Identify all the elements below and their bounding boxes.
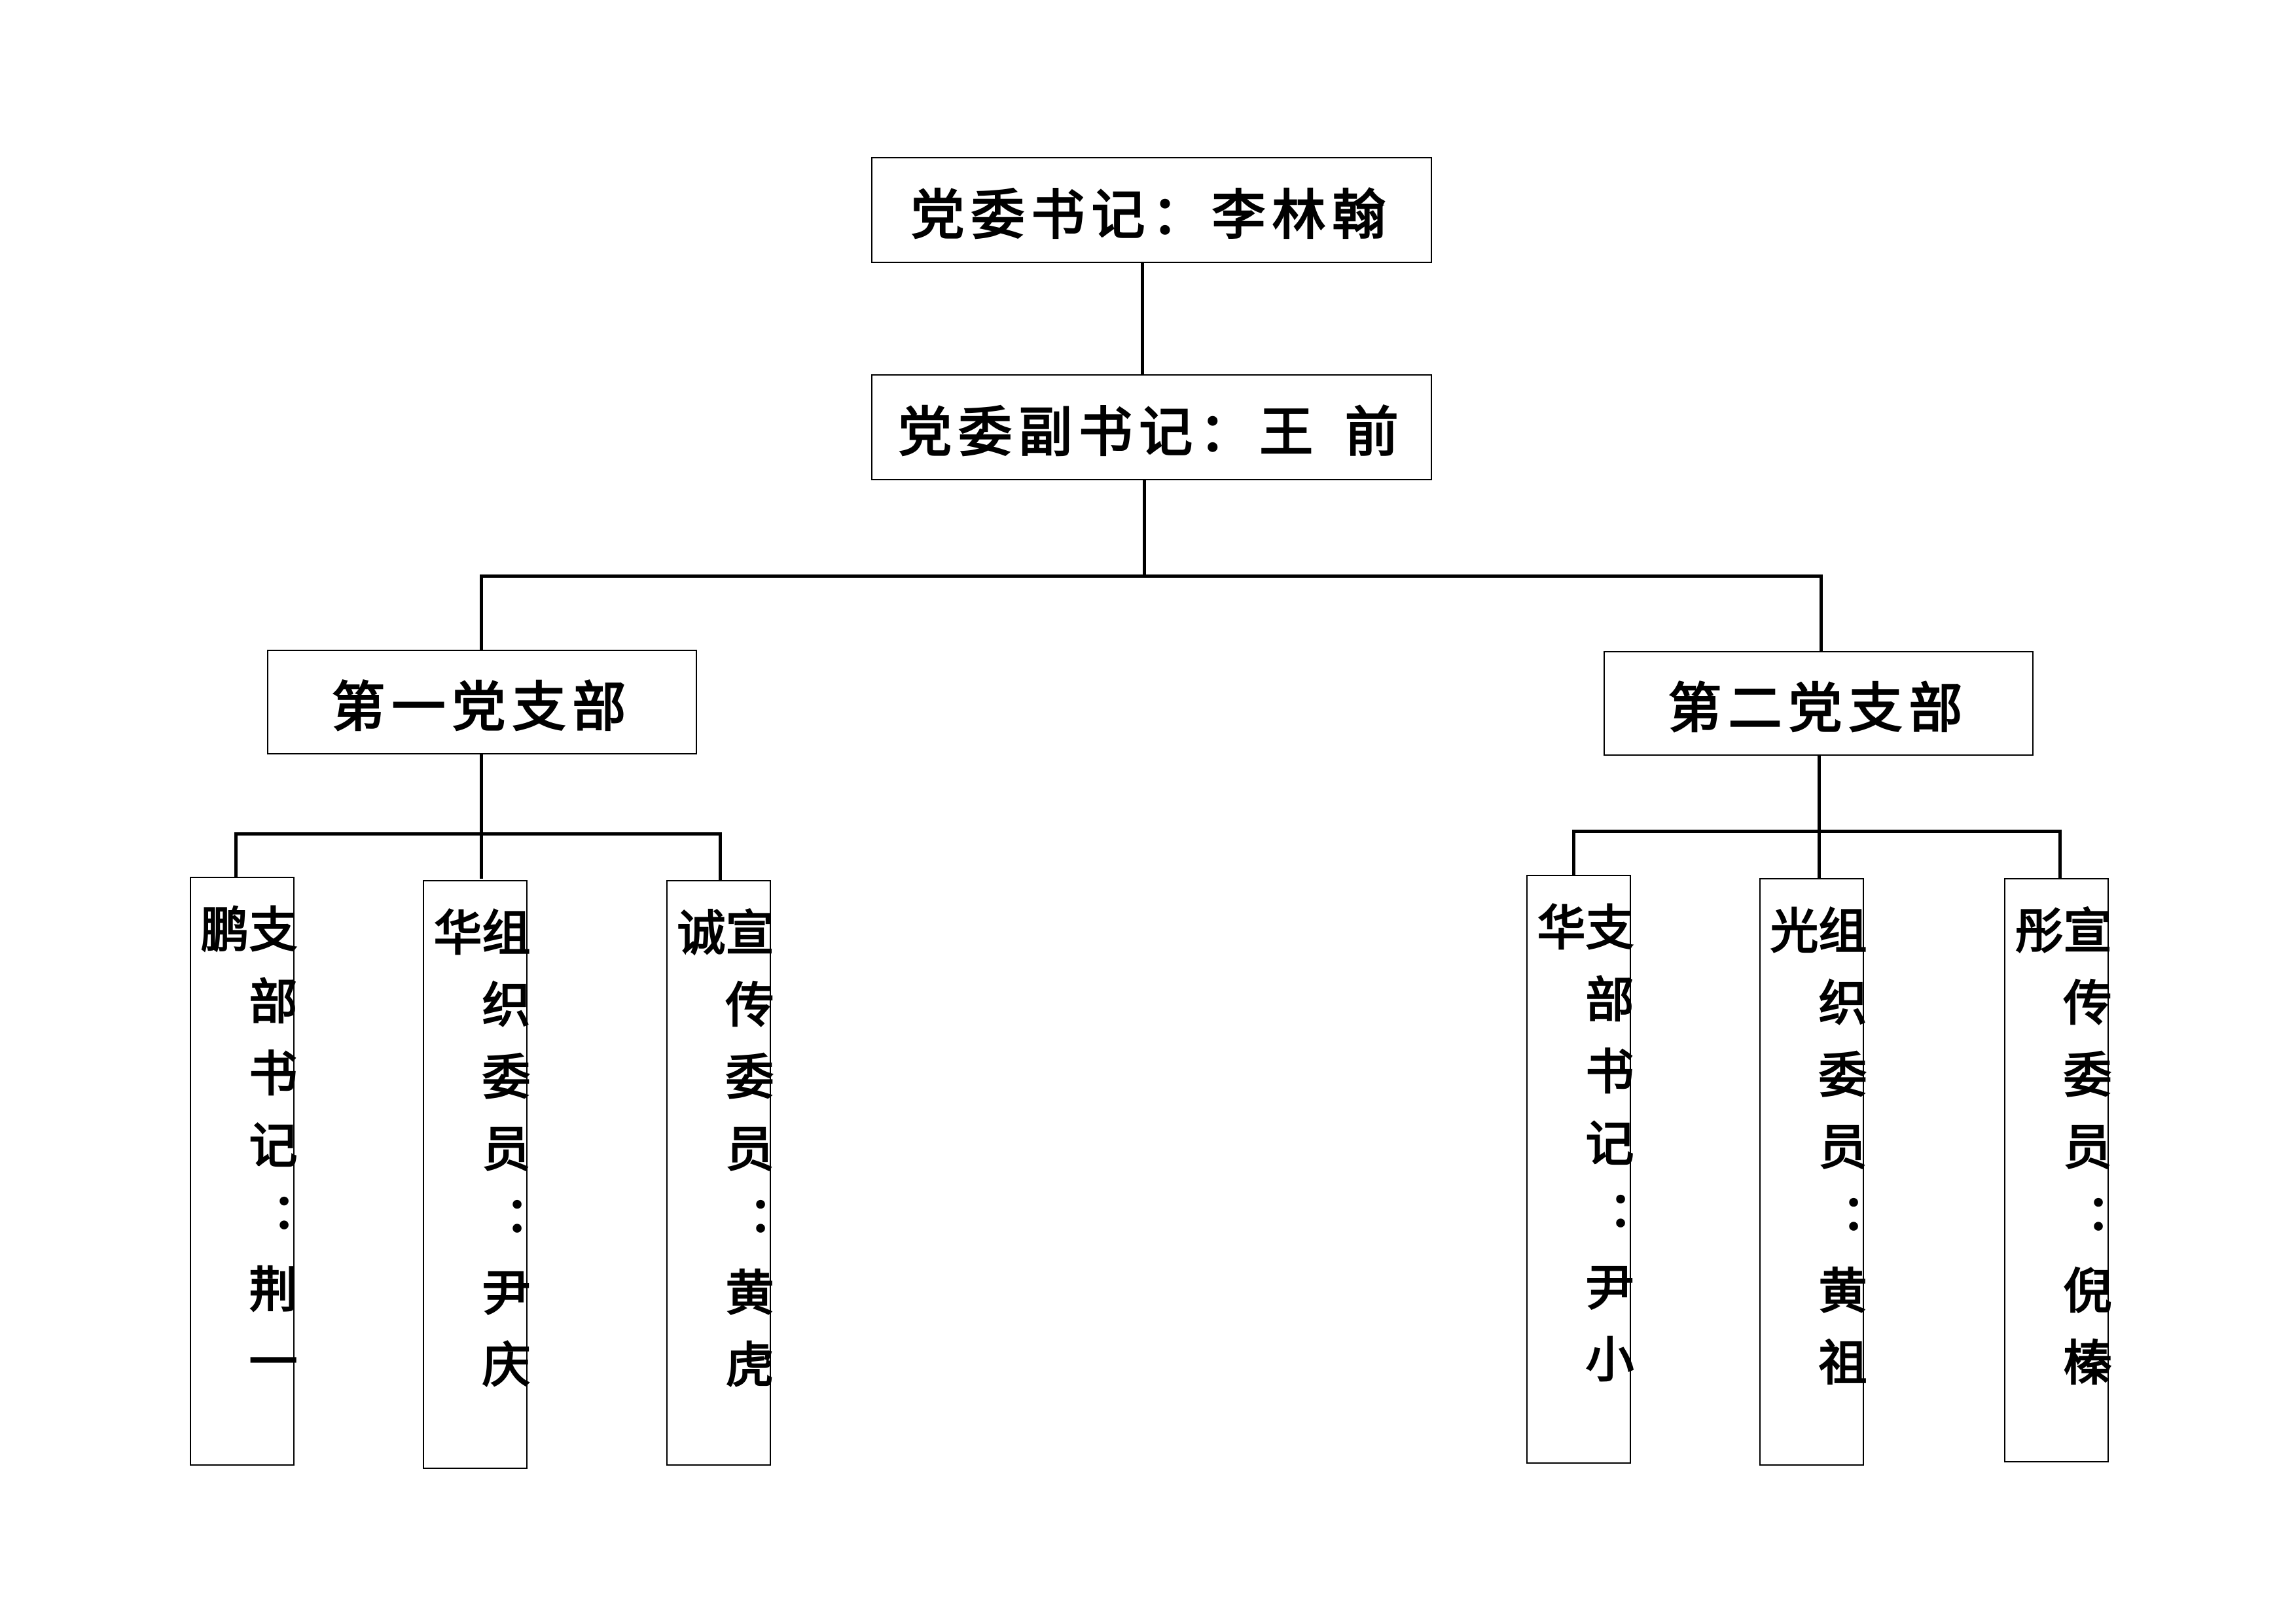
connector-to-branch-2: [1820, 574, 1823, 651]
branch-1-member-organization-box: 组织委员：尹庆华: [423, 880, 530, 1469]
branch-1-member-secretary-box: 支部书记：荆一鹏: [190, 877, 297, 1466]
connector-branch-2-member-bar: [1572, 830, 2062, 833]
deputy-secretary-label: 党委副书记：王 前: [898, 400, 1405, 464]
connector-branch-2-down: [1818, 756, 1821, 879]
branch-1-member-publicity-box: 宣传委员：黄虎诚: [666, 880, 774, 1466]
connector-branch-2-member-3: [2058, 830, 2062, 878]
connector-deputy-down: [1143, 479, 1146, 577]
branch-1-member-organization-label: 组织委员：尹庆华: [425, 908, 530, 1411]
connector-to-branch-1: [480, 574, 483, 650]
branch-1-member-publicity-label: 宣传委员：黄虎诚: [669, 908, 774, 1411]
party-secretary-label: 党委书记：李林翰: [910, 183, 1393, 247]
branch-2-label: 第二党支部: [1668, 677, 1969, 740]
connector-branch-1-member-3: [719, 832, 722, 880]
branch-1-box: 第一党支部: [267, 650, 697, 754]
branch-2-member-organization-box: 组织委员：黄祖光: [1759, 878, 1867, 1466]
deputy-secretary-box: 党委副书记：王 前: [871, 374, 1432, 480]
connector-branch-1-member-1: [234, 832, 238, 877]
branch-2-member-publicity-box: 宣传委员：倪榛彤: [2004, 878, 2111, 1462]
branch-2-member-organization-label: 组织委员：黄祖光: [1762, 906, 1867, 1409]
branch-2-box: 第二党支部: [1604, 651, 2034, 756]
party-secretary-box: 党委书记：李林翰: [871, 157, 1432, 263]
branch-2-member-secretary-box: 支部书记：尹小华: [1526, 875, 1634, 1464]
connector-top-to-deputy: [1141, 262, 1144, 374]
branch-2-member-publicity-label: 宣传委员：倪榛彤: [2007, 906, 2111, 1409]
branch-1-member-secretary-label: 支部书记：荆一鹏: [192, 904, 297, 1408]
branch-2-member-secretary-label: 支部书记：尹小华: [1529, 902, 1634, 1406]
connector-branch-2-member-1: [1572, 830, 1575, 875]
connector-branch-1-member-bar: [234, 832, 722, 836]
branch-1-label: 第一党支部: [331, 675, 633, 739]
connector-branch-bar: [480, 574, 1823, 578]
connector-branch-1-down: [480, 754, 483, 879]
